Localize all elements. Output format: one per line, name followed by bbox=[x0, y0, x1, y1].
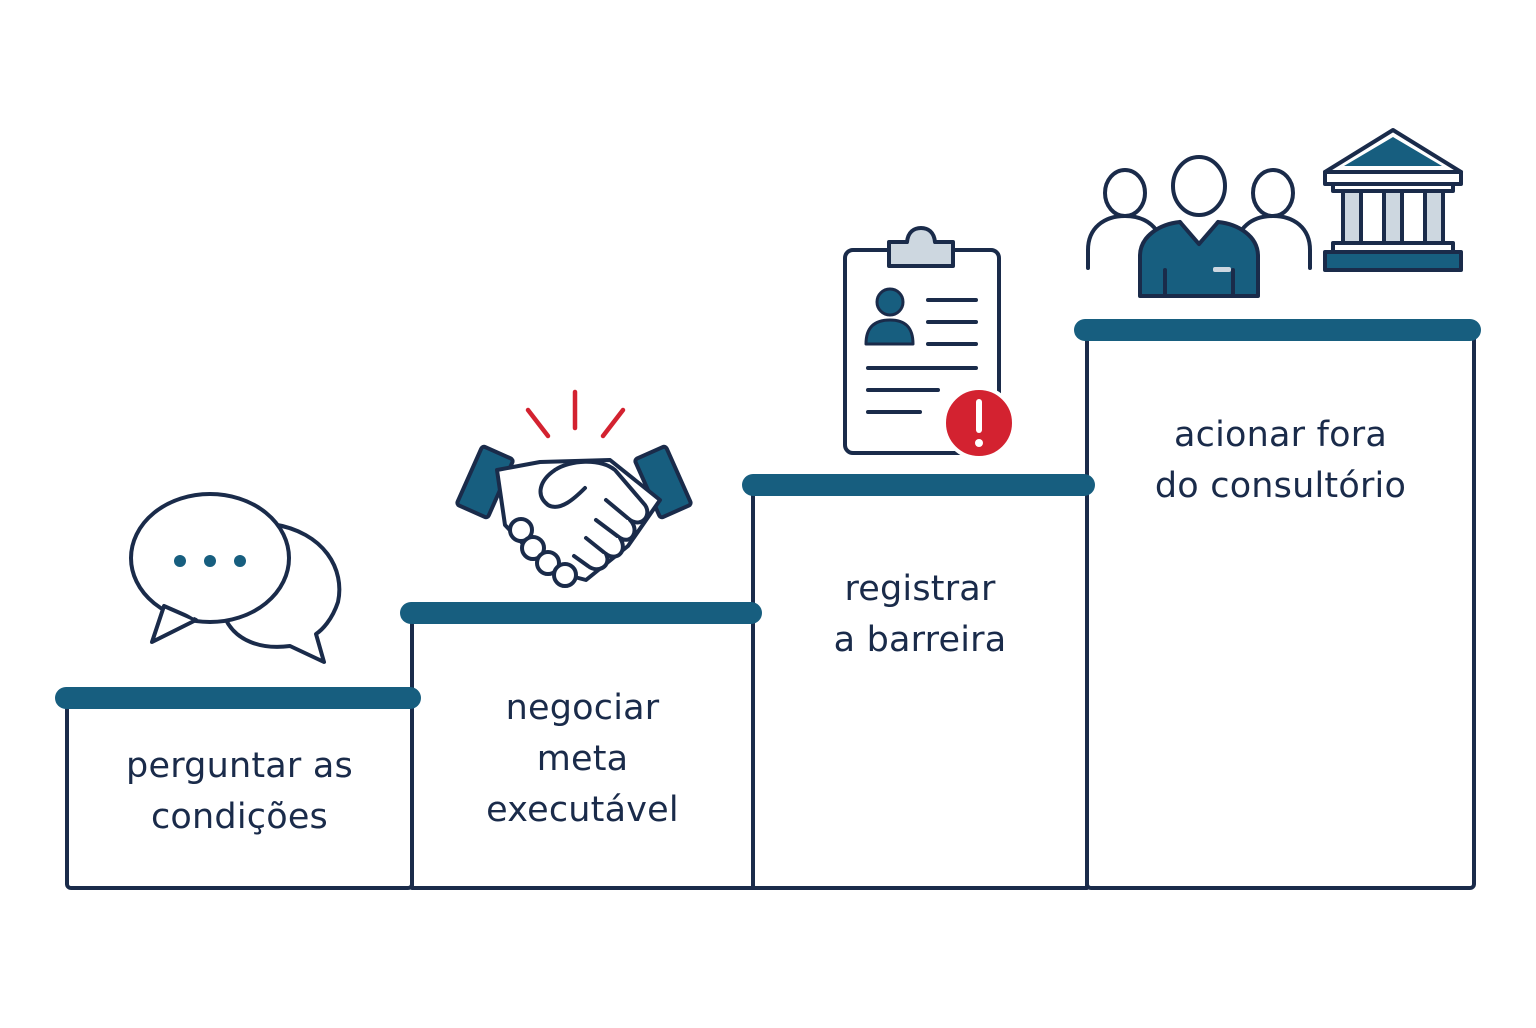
step-2-label-line-2: meta bbox=[536, 739, 629, 779]
step-4-label-line-2: do consultório bbox=[1154, 466, 1407, 506]
person-right-icon bbox=[1234, 168, 1312, 270]
alert-badge-icon bbox=[942, 386, 1016, 460]
institution-building-icon bbox=[1323, 128, 1463, 272]
step-3-label: registrar a barreira bbox=[753, 564, 1087, 666]
handshake-icon bbox=[455, 389, 693, 588]
step-2-label: negociar meta executável bbox=[412, 683, 753, 836]
step-3-label-line-1: registrar bbox=[844, 569, 996, 609]
step-1-label-line-2: condições bbox=[150, 797, 328, 837]
team-and-institution-icon bbox=[1086, 128, 1463, 298]
step-3-label-line-2: a barreira bbox=[833, 620, 1007, 660]
step-1-label-line-1: perguntar as bbox=[126, 746, 353, 786]
speech-bubbles-icon bbox=[129, 492, 342, 664]
step-2-label-line-1: negociar bbox=[505, 688, 660, 728]
clipboard-alert-icon bbox=[843, 226, 1016, 460]
step-2-label-line-3: executável bbox=[486, 790, 679, 830]
step-3-block bbox=[751, 484, 1089, 890]
step-1-label: perguntar as condições bbox=[67, 741, 412, 843]
step-4-label: acionar fora do consultório bbox=[1087, 410, 1474, 512]
person-center-icon bbox=[1138, 155, 1260, 298]
step-4-label-line-1: acionar fora bbox=[1174, 415, 1387, 455]
person-left-icon bbox=[1086, 168, 1164, 270]
